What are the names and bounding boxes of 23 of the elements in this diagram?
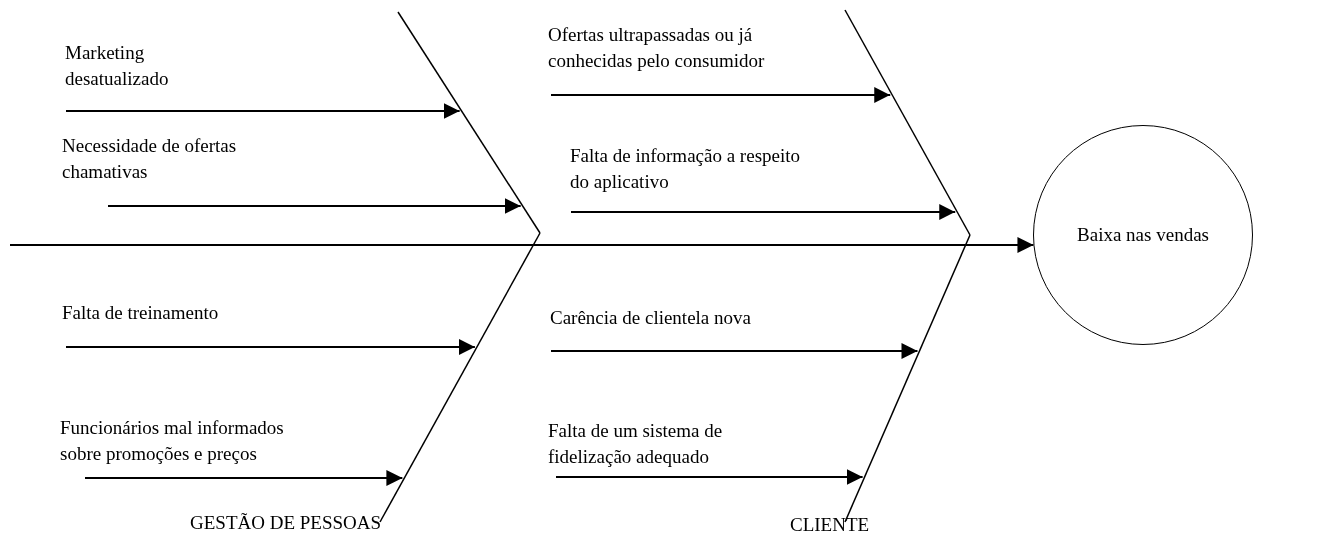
arrow [65, 103, 461, 119]
category-label: CLIENTE [790, 514, 870, 536]
cause-label: Falta de informação a respeito do aplicativo [570, 143, 800, 213]
cause-label: Carência de clientela nova [550, 305, 751, 352]
arrow [555, 469, 864, 485]
fishbone-bone [379, 232, 541, 523]
arrow [9, 237, 1035, 253]
cause-label: Necessidade de ofertas chamativas [62, 133, 292, 207]
category-label: GESTÃO DE PESSOAS [190, 512, 382, 534]
cause-label: Marketing desatualizado [65, 40, 225, 112]
arrow [65, 339, 476, 355]
arrow [107, 198, 522, 214]
arrow [550, 343, 919, 359]
fishbone-bone [844, 9, 971, 236]
cause-label: Falta de um sistema de fidelização adequado [548, 418, 788, 478]
fishbone-bone [397, 11, 541, 234]
arrow [550, 87, 892, 103]
effect-label: Baixa nas vendas [1077, 223, 1209, 247]
cause-label: Funcionários mal informados sobre promoções e preços [60, 415, 320, 479]
arrow [570, 204, 957, 220]
cause-label: Falta de treinamento [62, 300, 219, 348]
cause-label: Ofertas ultrapassadas ou já conhecidas pelo consumidor [548, 22, 838, 96]
arrow [84, 470, 404, 486]
